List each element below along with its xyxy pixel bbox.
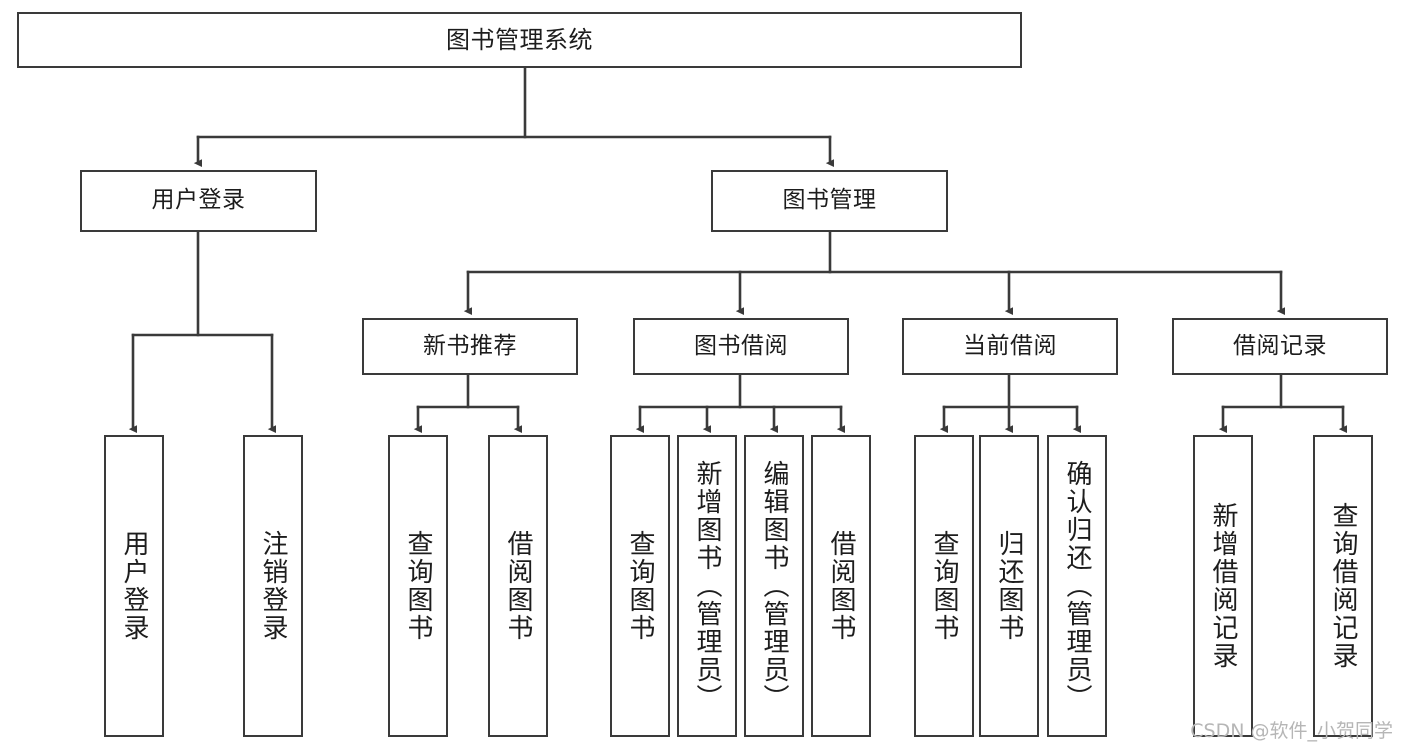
- node-label: 查询借阅记录: [1328, 502, 1359, 670]
- node-label: 借阅图书: [503, 530, 534, 642]
- node-label: 查询图书: [625, 530, 656, 642]
- node-label: 新增借阅记录: [1208, 502, 1239, 670]
- node-book-borrow[interactable]: 图书借阅: [633, 318, 849, 375]
- node-label: 图书管理系统: [446, 25, 593, 54]
- node-label: 图书借阅: [694, 332, 788, 359]
- node-label: 用户登录: [119, 530, 150, 642]
- node-book-manage[interactable]: 图书管理: [711, 170, 948, 232]
- csdn-watermark: CSDN @软件_小贺同学: [1190, 720, 1393, 742]
- node-root-system[interactable]: 图书管理系统: [17, 12, 1022, 68]
- node-leaf-query-book-3[interactable]: 查询图书: [914, 435, 974, 737]
- node-leaf-add-book[interactable]: 新增图书（管理员）: [677, 435, 737, 737]
- node-label: 归还图书: [994, 530, 1025, 642]
- node-label: 注销登录: [258, 530, 289, 642]
- node-new-book-recommendation[interactable]: 新书推荐: [362, 318, 578, 375]
- node-leaf-confirm-return[interactable]: 确认归还（管理员）: [1047, 435, 1107, 737]
- node-label: 新书推荐: [423, 332, 517, 359]
- node-leaf-add-record[interactable]: 新增借阅记录: [1193, 435, 1253, 737]
- node-borrow-record[interactable]: 借阅记录: [1172, 318, 1388, 375]
- node-label: 图书管理: [782, 187, 877, 214]
- node-leaf-query-book-1[interactable]: 查询图书: [388, 435, 448, 737]
- node-label: 借阅记录: [1233, 332, 1327, 359]
- node-leaf-query-record[interactable]: 查询借阅记录: [1313, 435, 1373, 737]
- node-label: 用户登录: [151, 187, 246, 214]
- node-label: 查询图书: [929, 530, 960, 642]
- node-leaf-borrow-book-2[interactable]: 借阅图书: [811, 435, 871, 737]
- node-label: 查询图书: [403, 530, 434, 642]
- node-leaf-return-book[interactable]: 归还图书: [979, 435, 1039, 737]
- node-user-login[interactable]: 用户登录: [80, 170, 317, 232]
- node-leaf-edit-book[interactable]: 编辑图书（管理员）: [744, 435, 804, 737]
- node-leaf-borrow-book-1[interactable]: 借阅图书: [488, 435, 548, 737]
- node-label: 编辑图书（管理员）: [759, 460, 790, 712]
- node-current-borrow[interactable]: 当前借阅: [902, 318, 1118, 375]
- node-leaf-query-book-2[interactable]: 查询图书: [610, 435, 670, 737]
- node-label: 新增图书（管理员）: [692, 460, 723, 712]
- node-label: 确认归还（管理员）: [1062, 460, 1093, 712]
- node-leaf-logout[interactable]: 注销登录: [243, 435, 303, 737]
- node-leaf-user-login[interactable]: 用户登录: [104, 435, 164, 737]
- node-label: 借阅图书: [826, 530, 857, 642]
- node-label: 当前借阅: [963, 332, 1057, 359]
